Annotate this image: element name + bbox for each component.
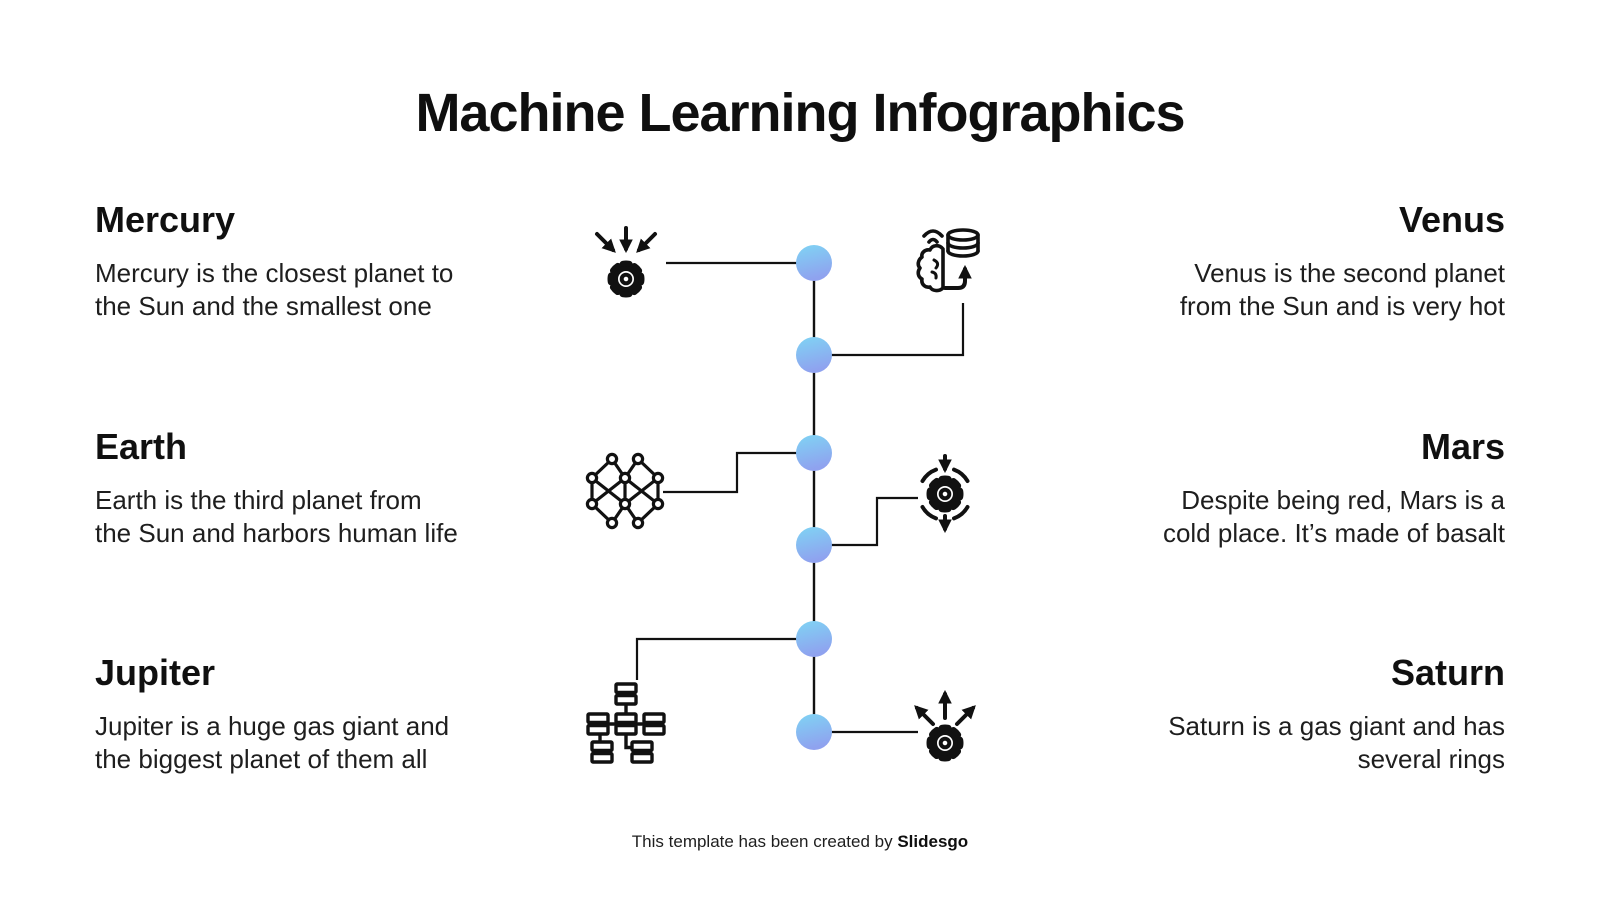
planet-description-mars: Despite being red, Mars is a cold place.… xyxy=(1162,485,1505,549)
planet-description-mercury: Mercury is the closest planet to the Sun… xyxy=(95,258,454,322)
footer-credit: This template has been created by Slides… xyxy=(0,832,1600,852)
planet-name-jupiter: Jupiter xyxy=(95,652,216,693)
timeline-node-5 xyxy=(796,621,832,657)
planet-description-earth: Earth is the third planet from the Sun a… xyxy=(95,485,458,549)
connector-jupiter xyxy=(635,637,814,680)
planet-name-saturn: Saturn xyxy=(1390,652,1505,693)
planet-name-earth: Earth xyxy=(95,426,188,467)
neural-network-icon xyxy=(585,452,665,530)
timeline-node-2 xyxy=(796,337,832,373)
timeline-connectors xyxy=(635,261,965,734)
brain-database-icon xyxy=(916,228,980,293)
planet-section-mars: Mars Despite being red, Mars is a cold p… xyxy=(1065,425,1505,550)
timeline-nodes xyxy=(796,245,832,750)
timeline-node-3 xyxy=(796,435,832,471)
timeline-diagram xyxy=(585,226,980,764)
planet-name-venus: Venus xyxy=(1398,199,1505,240)
timeline-node-6 xyxy=(796,714,832,750)
flowchart-tree-icon xyxy=(586,682,666,764)
planet-name-mars: Mars xyxy=(1420,426,1505,467)
connector-mars xyxy=(814,496,918,547)
planet-name-mercury: Mercury xyxy=(95,199,236,240)
slide-title: Machine Learning Infographics xyxy=(415,83,1185,143)
brand-name: Slidesgo xyxy=(897,832,969,851)
connector-venus xyxy=(814,303,965,357)
converging-arrows-gear-icon xyxy=(595,226,657,294)
planet-description-venus: Venus is the second planet from the Sun … xyxy=(1179,258,1505,322)
gear-io-brackets-icon xyxy=(920,454,970,534)
timeline-node-1 xyxy=(796,245,832,281)
planet-description-jupiter: Jupiter is a huge gas giant and the bigg… xyxy=(95,711,450,775)
planet-section-earth: Earth Earth is the third planet from the… xyxy=(95,425,535,550)
connector-earth xyxy=(663,451,814,494)
planet-section-saturn: Saturn Saturn is a gas giant and has sev… xyxy=(1065,651,1505,776)
planet-section-mercury: Mercury Mercury is the closest planet to… xyxy=(95,198,535,323)
planet-section-jupiter: Jupiter Jupiter is a huge gas giant and … xyxy=(95,651,535,776)
planet-section-venus: Venus Venus is the second planet from th… xyxy=(1065,198,1505,323)
timeline-node-4 xyxy=(796,527,832,563)
diverging-arrows-gear-icon xyxy=(914,689,976,758)
footer-text: This template has been created by xyxy=(631,832,898,851)
planet-description-saturn: Saturn is a gas giant and has several ri… xyxy=(1168,711,1505,775)
